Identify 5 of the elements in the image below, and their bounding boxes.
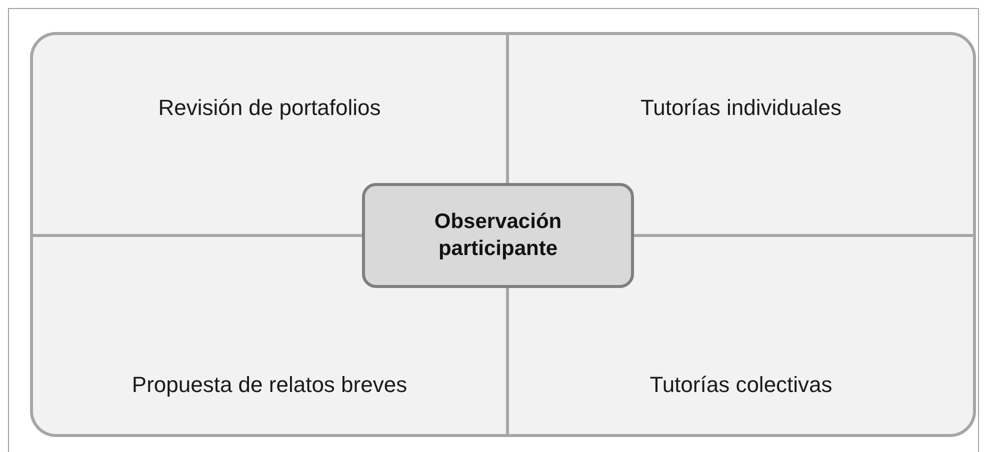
quadrant-label: Tutorías colectivas	[650, 372, 832, 398]
quadrant-label: Tutorías individuales	[640, 95, 842, 121]
center-box: Observación participante	[362, 183, 634, 288]
quadrant-label: Revisión de portafolios	[158, 95, 381, 121]
quadrant-label: Propuesta de relatos breves	[132, 372, 408, 398]
